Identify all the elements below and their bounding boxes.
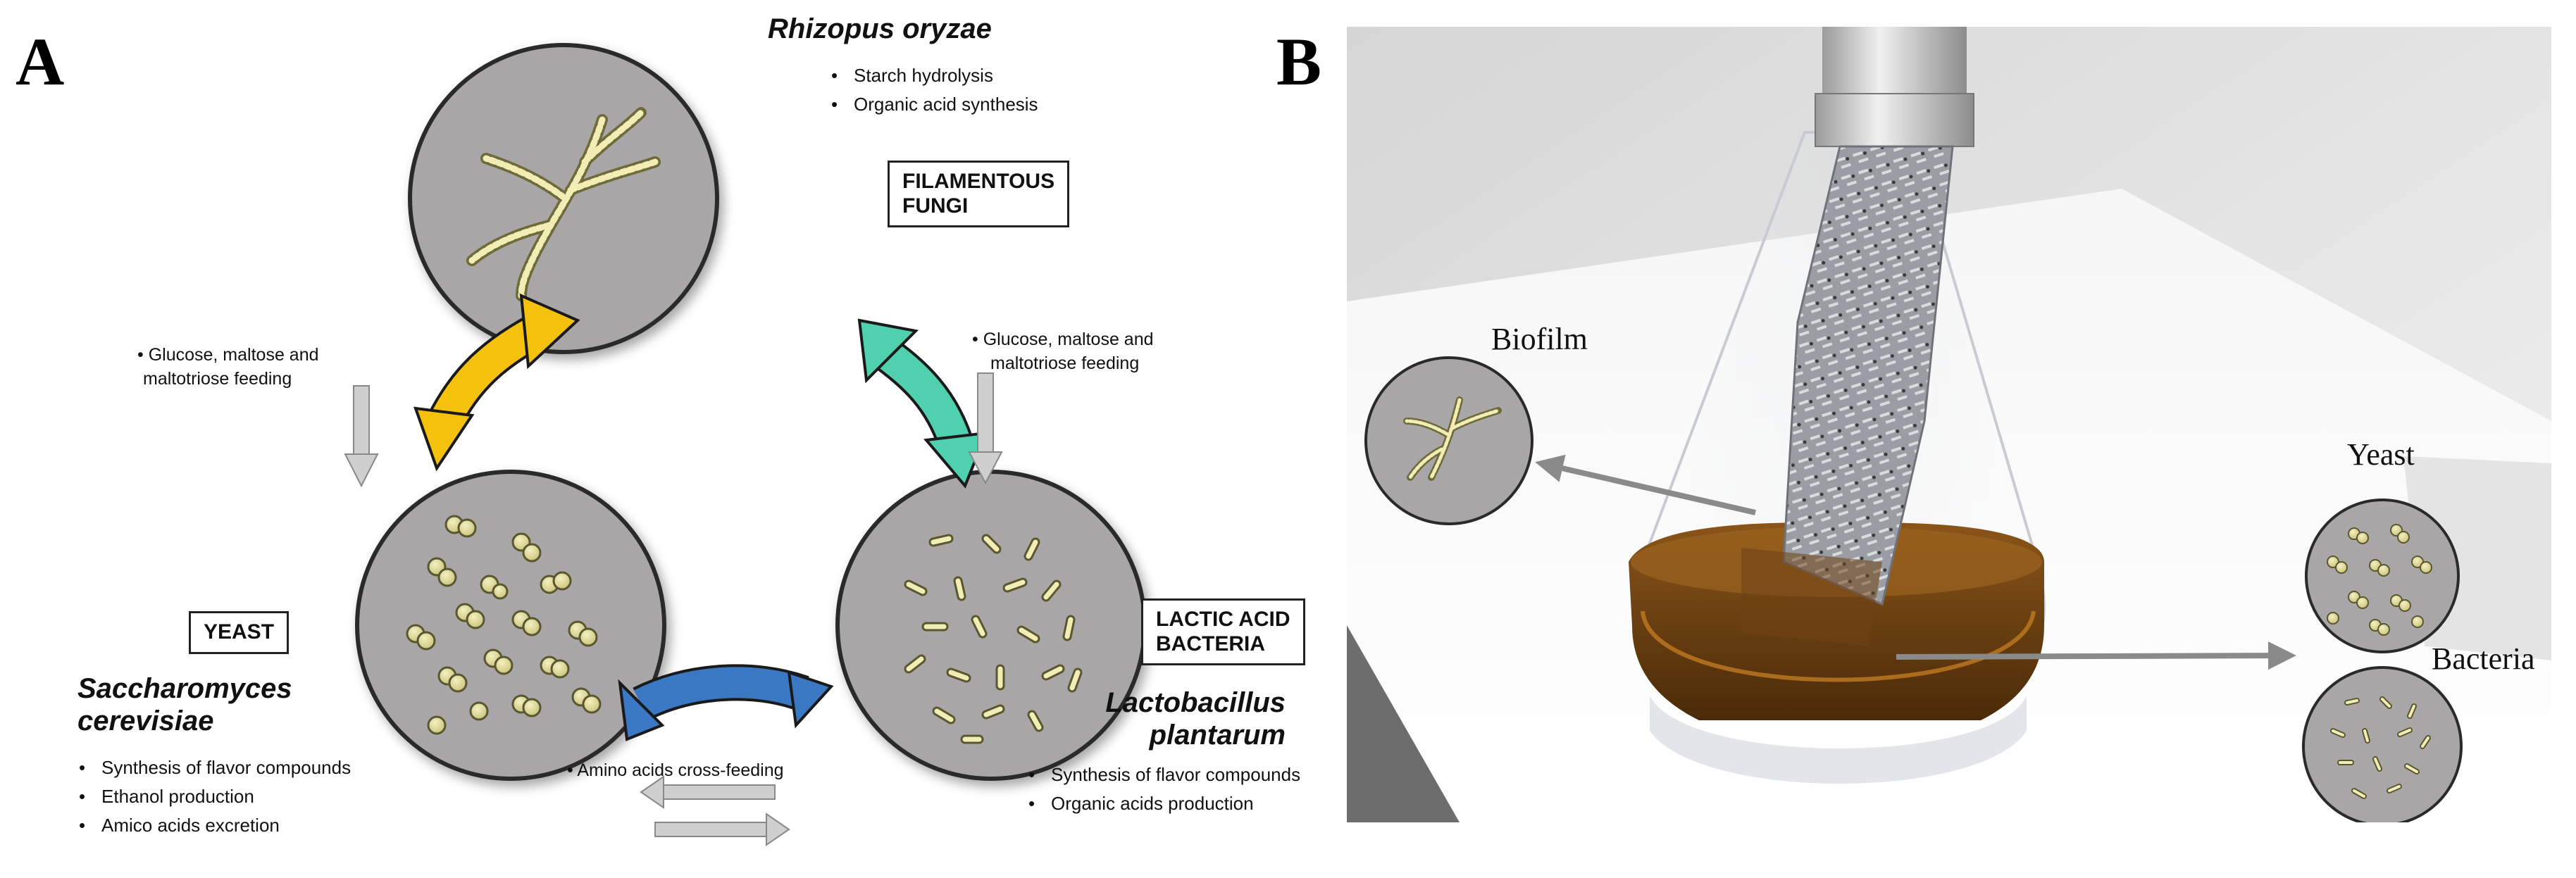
culture-pointer-arrow <box>1896 641 2296 670</box>
bacteria-species-line1: Lactobacillus <box>1105 687 1286 718</box>
yeast-function-item: Amico acids excretion <box>79 815 351 836</box>
bacteria-label-b: Bacteria <box>2432 641 2535 676</box>
feeding-arrow-right <box>968 372 1003 485</box>
panel-b-letter: B <box>1276 24 1322 99</box>
biofilm-label: Biofilm <box>1491 322 1588 356</box>
yeast-label-b: Yeast <box>2347 437 2415 472</box>
feeding-left-text: • Glucose, maltose and maltotriose feedi… <box>137 344 319 391</box>
yeast-function-item: Synthesis of flavor compounds <box>79 757 351 779</box>
flask <box>1629 27 2046 784</box>
feeding-right-line1: • Glucose, maltose and <box>972 330 1154 349</box>
bacteria-function-item: Synthesis of flavor compounds <box>1028 764 1300 786</box>
teal-double-arrow <box>857 318 989 489</box>
feeding-right-text: • Glucose, maltose and maltotriose feedi… <box>972 328 1154 376</box>
fungi-label-line1: FILAMENTOUS <box>902 170 1055 193</box>
bacteria-circle <box>835 470 1147 781</box>
yeast-species-line1: Saccharomyces <box>77 673 292 704</box>
feeding-right-line2: maltotriose feeding <box>990 353 1140 373</box>
cross-feeding-text: • Amino acids cross-feeding <box>567 760 784 780</box>
biofilm-pointer-arrow <box>1535 454 1756 515</box>
panel-b: Biofilm Yeast Bacteria <box>1347 27 2551 822</box>
fungi-species: Rhizopus oryzae <box>768 13 992 44</box>
cross-feeding-arrows <box>640 775 790 846</box>
bacteria-label-line1: LACTIC ACID <box>1156 608 1290 631</box>
flask-cap <box>1822 27 1967 97</box>
biofilm-circle <box>1364 356 1533 525</box>
b-bacteria-circle <box>2302 666 2463 822</box>
yellow-double-arrow <box>413 293 580 472</box>
bacteria-species-line2: plantarum <box>1149 720 1286 751</box>
yeast-species: Saccharomyces cerevisiae <box>77 672 292 737</box>
feeding-arrow-left <box>344 385 379 488</box>
bacteria-function-item: Organic acids production <box>1028 793 1300 815</box>
bacteria-label-line2: BACTERIA <box>1156 632 1265 656</box>
panel-a-diagram <box>344 43 1147 846</box>
bacteria-species: Lactobacillus plantarum <box>1053 686 1286 751</box>
yeast-species-line2: cerevisiae <box>77 705 214 736</box>
fungi-label-line2: FUNGI <box>902 194 969 218</box>
panel-a-letter: A <box>15 24 65 99</box>
feeding-left-line2: maltotriose feeding <box>143 368 292 389</box>
feeding-left-line1: • Glucose, maltose and <box>137 345 319 365</box>
fungi-label-box: FILAMENTOUS FUNGI <box>888 161 1070 227</box>
yeast-label-box: YEAST <box>189 611 290 654</box>
panel-b-illustration <box>1347 27 2551 822</box>
yeast-functions: Synthesis of flavor compounds Ethanol pr… <box>79 757 351 843</box>
fungi-functions: Starch hydrolysis Organic acid synthesis <box>831 65 1038 123</box>
fungi-function-item: Organic acid synthesis <box>831 94 1038 115</box>
bacteria-label-box: LACTIC ACID BACTERIA <box>1141 598 1305 665</box>
blue-double-arrow <box>618 664 834 741</box>
fungi-circle <box>408 43 719 354</box>
bacteria-functions: Synthesis of flavor compounds Organic ac… <box>1028 764 1300 822</box>
biofilm-scaffold <box>1782 145 1954 606</box>
panel-a: Rhizopus oryzae Starch hydrolysis Organi… <box>70 0 1324 878</box>
b-yeast-circle <box>2305 498 2460 653</box>
dark-object <box>1347 625 1460 822</box>
fungi-function-item: Starch hydrolysis <box>831 65 1038 87</box>
yeast-circle <box>355 470 666 781</box>
yeast-label: YEAST <box>204 620 275 644</box>
yeast-function-item: Ethanol production <box>79 786 351 808</box>
